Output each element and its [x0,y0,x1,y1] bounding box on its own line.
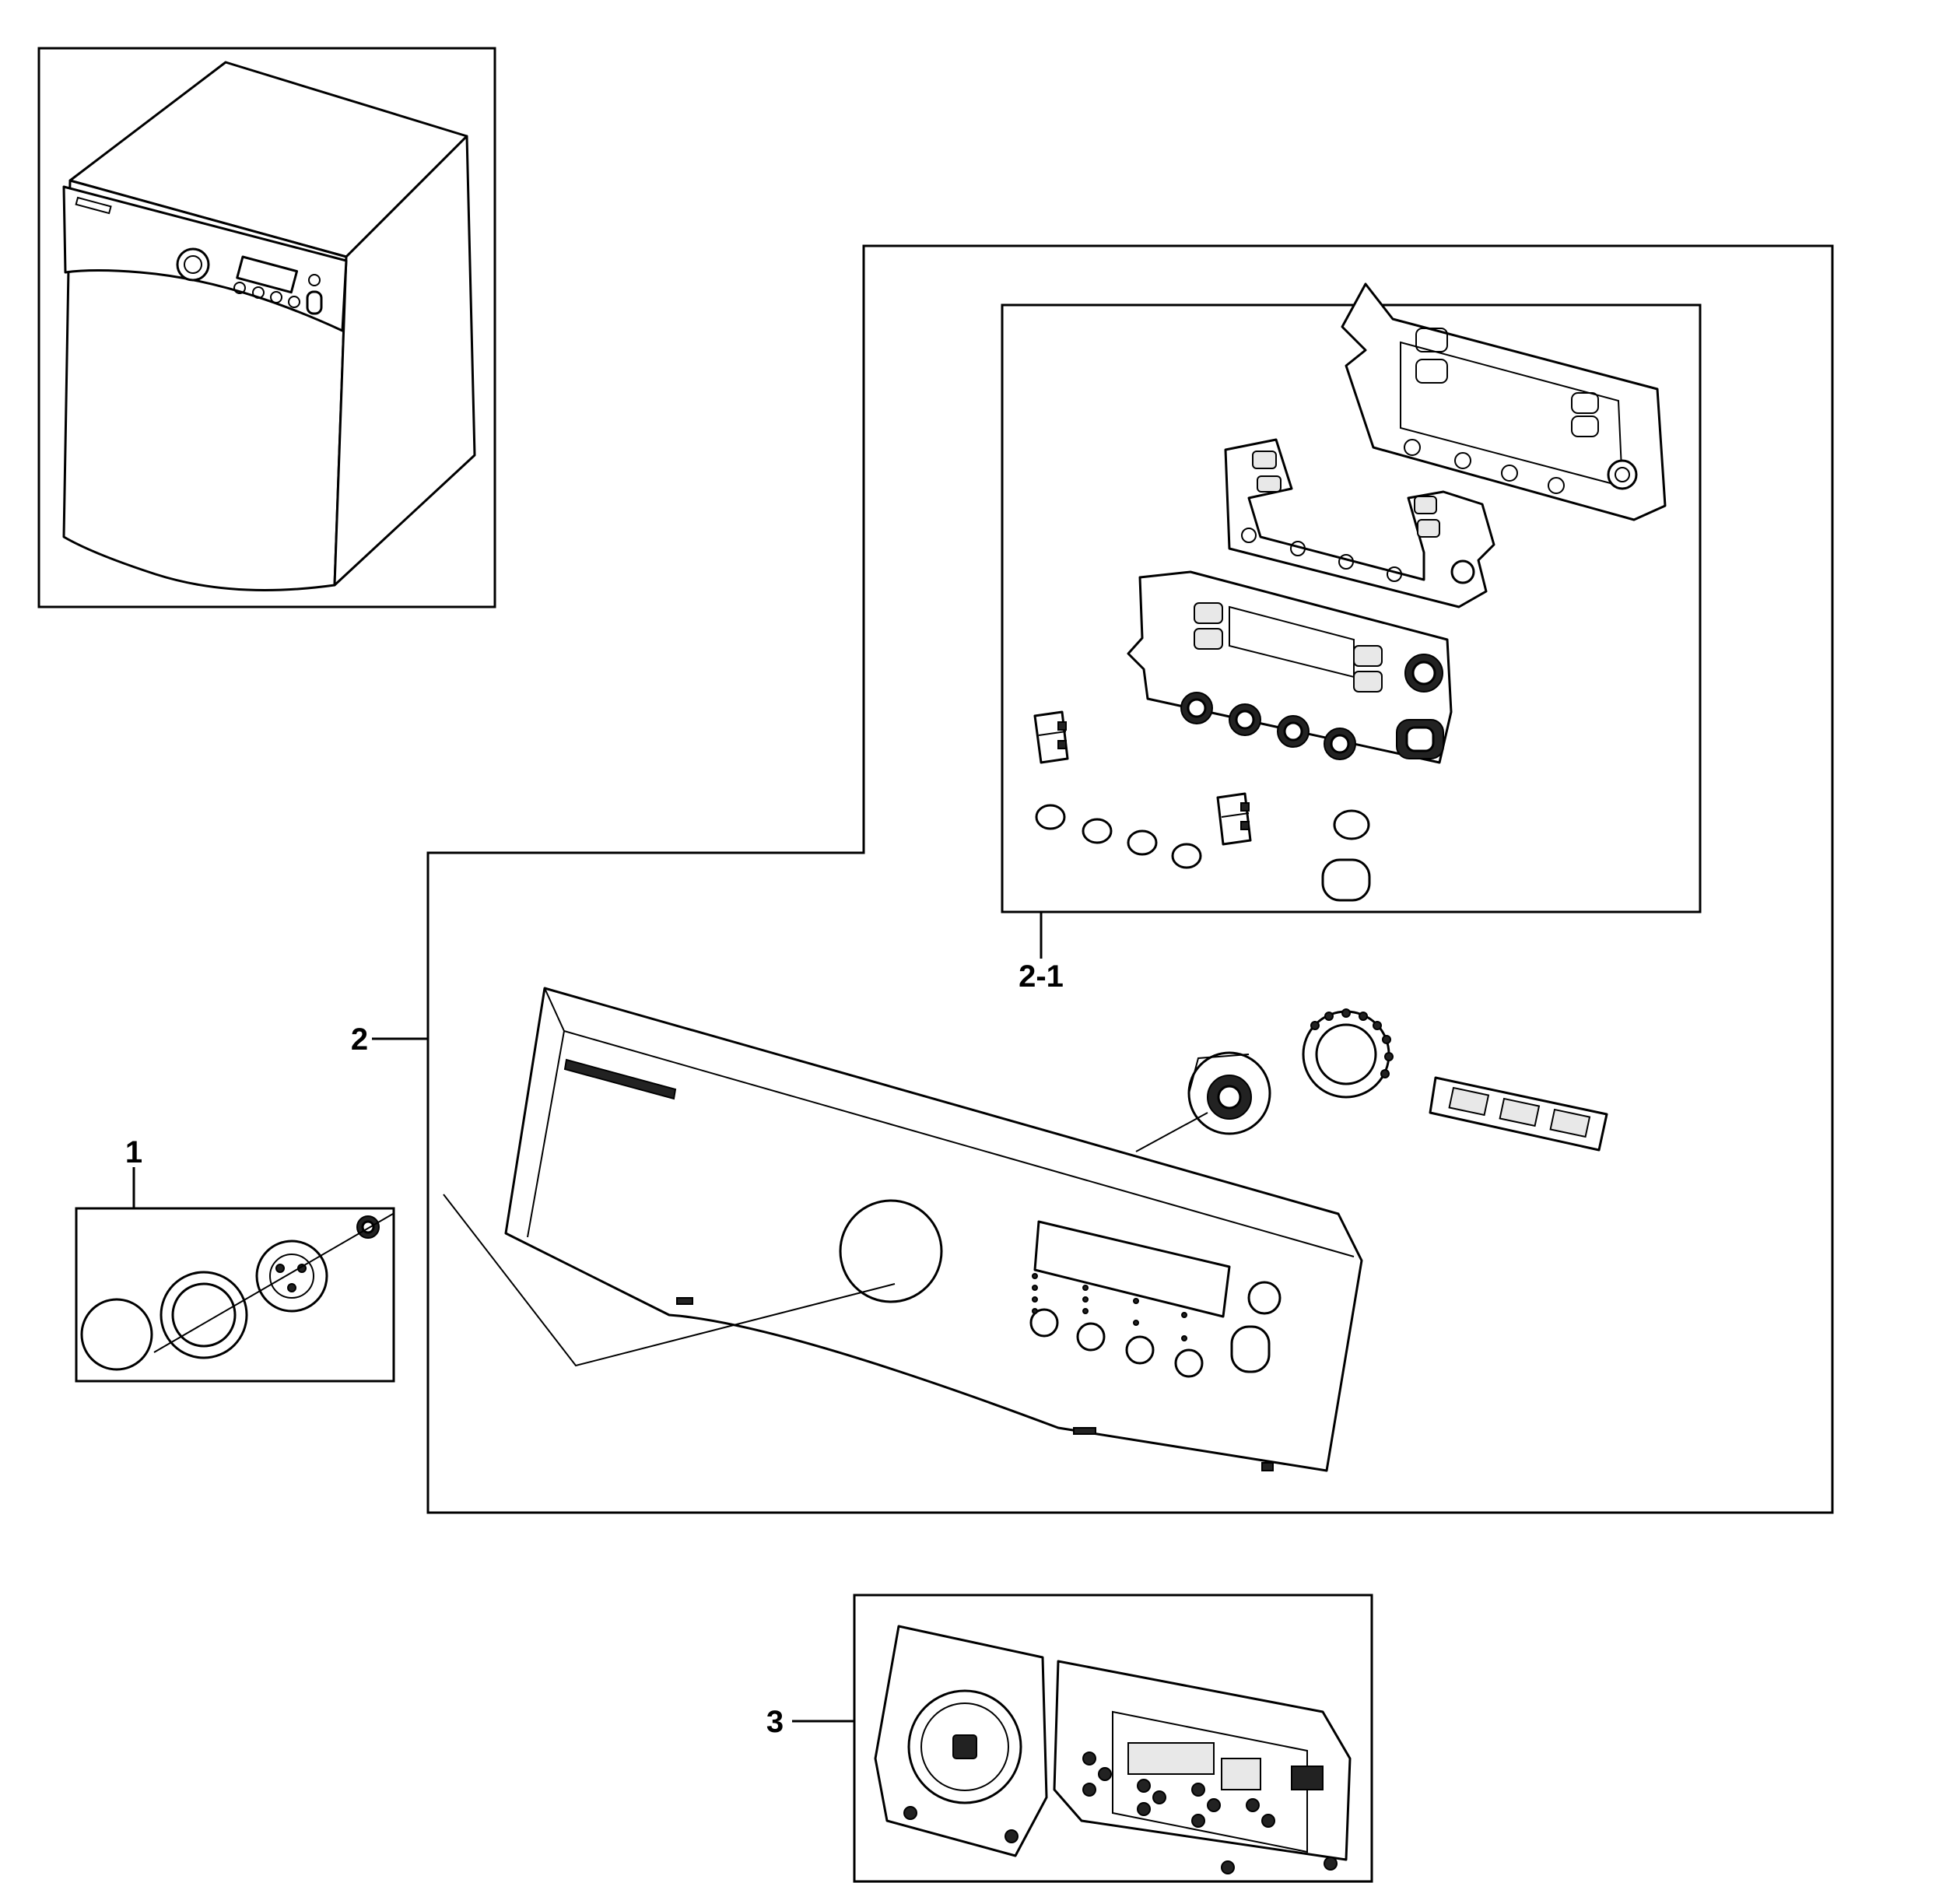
main-pcb-part [1053,1660,1352,1874]
overview-box [37,47,496,608]
callout-labels: 1 2 2-1 3 [125,959,1064,1739]
knob-assembly-box [75,1207,395,1383]
ring-teeth [1310,1008,1394,1078]
knob-spring-part [356,1215,380,1239]
push-button-part [1035,804,1371,902]
pcb-components [1082,1752,1324,1828]
clip-part [1033,710,1069,764]
encoder-knob-part [1187,1051,1271,1135]
pcb-frame-part [1224,438,1495,608]
callout-item-2-1: 2-1 [1019,959,1064,994]
callout-item-3: 3 [766,1705,784,1739]
knob-body-part [255,1240,328,1313]
knob-cap-part [80,1298,153,1371]
control-panel-part [504,987,1363,1472]
lens-strip-part [1429,1076,1608,1152]
sub-assembly-box [1001,282,1702,913]
clip-part [1216,792,1252,846]
button-holder-part [1127,570,1453,764]
rear-frame-part [1341,282,1667,521]
connector-dial-to-knob [443,1194,896,1367]
panel-assembly-box [426,244,1834,1514]
callout-item-2: 2 [351,1022,368,1057]
encoder-housing-part [874,1625,1048,1857]
connector-encoder-to-panel [1135,1112,1208,1152]
knob-ring-part [1302,1008,1394,1099]
pcb-assembly-box [853,1594,1373,1883]
knob-ring-small-part [160,1271,248,1359]
dryer-cabinet-illustration [62,61,476,591]
leader-lines [132,912,1208,1723]
callout-item-1: 1 [125,1135,142,1169]
indicator-dots [1032,1273,1187,1341]
